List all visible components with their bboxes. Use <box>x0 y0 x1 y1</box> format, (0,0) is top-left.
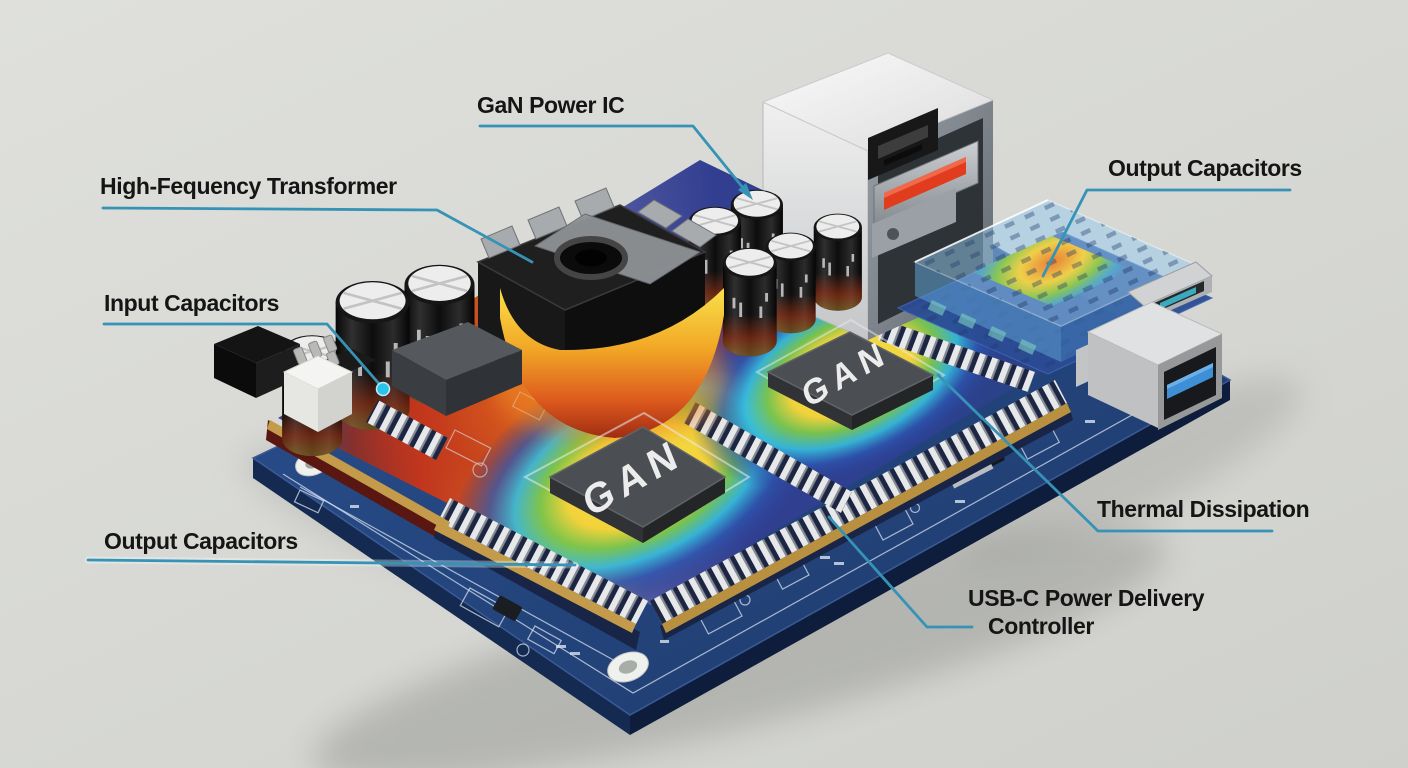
leader-lines <box>84 124 1292 629</box>
leader-usb-c-controller <box>827 515 974 629</box>
gan-chip-1: GAN <box>522 411 751 543</box>
power-regulator <box>366 322 522 460</box>
core-clip <box>480 187 717 259</box>
gold-edge <box>662 403 1071 633</box>
mounting-hole <box>607 651 649 683</box>
leader-input-capacitors <box>102 322 383 388</box>
usb-a-port <box>1076 301 1224 430</box>
label-usb-c-power-delivery-controller: USB-C Power Delivery Controller <box>968 585 1205 640</box>
pin-row <box>684 402 852 513</box>
white-connector <box>282 334 354 432</box>
pin-row <box>438 498 648 624</box>
label-output-capacitors-bottom: Output Capacitors <box>104 528 298 554</box>
core-hole <box>554 236 628 280</box>
label-usb-c-line1: USB-C Power Delivery <box>968 585 1205 611</box>
gan-chip-2: GAN <box>754 318 946 430</box>
pin-row <box>878 320 1035 392</box>
power-socket-red <box>872 140 979 258</box>
label-gan-power-ic: GaN Power IC <box>477 92 625 118</box>
label-output-capacitors-top: Output Capacitors <box>1108 155 1302 181</box>
label-usb-c-line2: Controller <box>988 612 1094 639</box>
capacitor <box>812 212 863 312</box>
capacitor <box>721 246 778 358</box>
usb-a-socket-black <box>868 108 938 180</box>
leader-thermal-dissipation <box>936 373 1274 533</box>
gold-edge <box>434 521 636 633</box>
leader-gan-power-ic <box>478 124 750 196</box>
label-thermal-dissipation: Thermal Dissipation <box>1097 496 1310 522</box>
label-high-frequency-transformer: High-Fequency Transformer <box>100 173 397 199</box>
leader-endpoint-dot <box>375 381 391 397</box>
transformer <box>476 187 728 442</box>
label-input-capacitors: Input Capacitors <box>104 290 280 316</box>
pin-row <box>366 400 448 460</box>
transformer-coil <box>500 288 724 438</box>
leader-output-capacitors-bottom <box>86 558 577 567</box>
pin-row <box>650 380 1067 624</box>
leader-arrowhead <box>738 183 753 200</box>
leader-hf-transformer <box>101 206 534 264</box>
leader-output-capacitors-top <box>1041 188 1292 278</box>
